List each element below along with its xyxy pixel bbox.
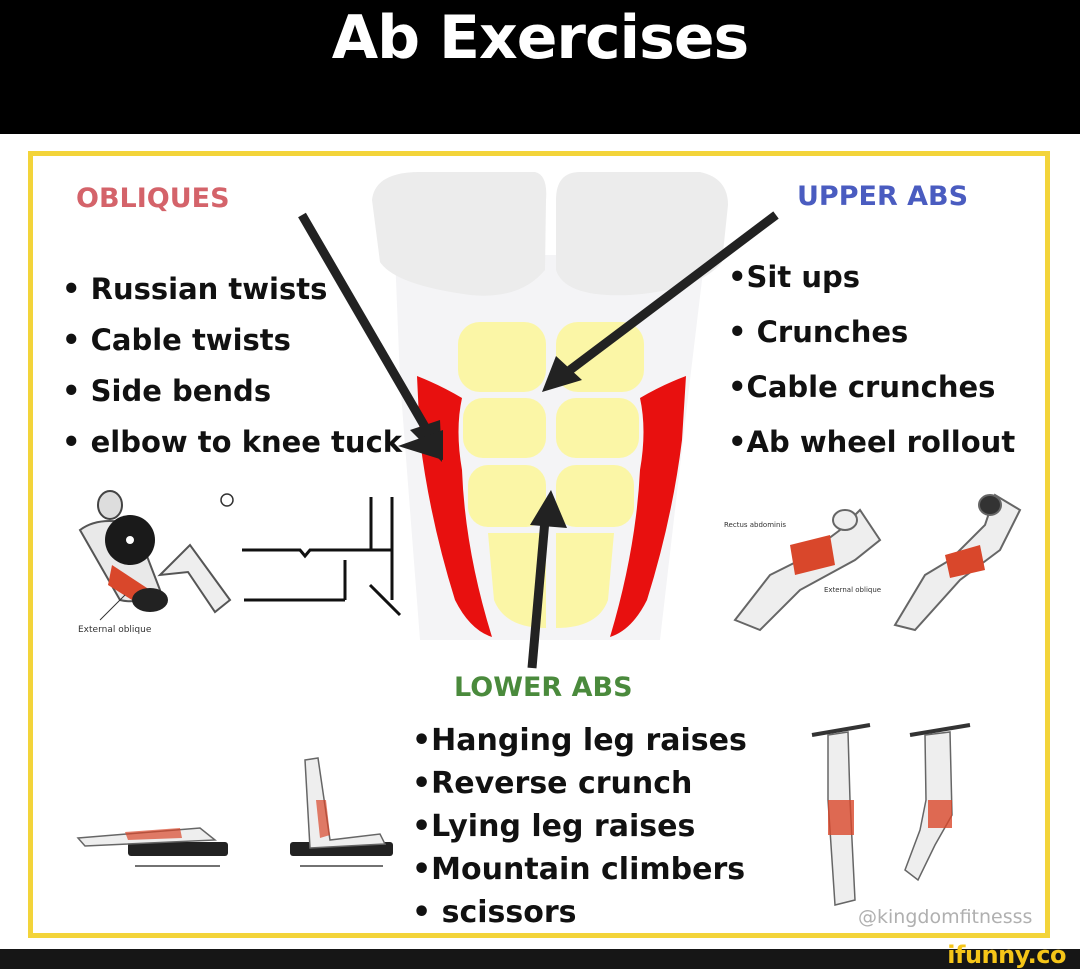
list-item: •Sit ups [728,260,860,294]
ifunny-watermark: ifunny.co [947,941,1066,969]
list-item: • Cable twists [62,323,291,357]
upper-abs-arrowhead [542,356,582,392]
list-item: •Mountain climbers [412,852,746,887]
upper-abs-arrow [567,211,779,374]
title-bar: Ab Exercises [0,0,1080,134]
abs-six-pack [458,322,644,628]
left-pec [372,172,547,296]
list-item: •Cable crunches [728,370,996,404]
cable-pulley-icon [220,493,234,507]
list-item: •Ab wheel rollout [728,425,1016,459]
cable-machine-illustration [242,497,402,617]
russian-twist-illustration [78,490,232,621]
crunch-caption-rectus: Rectus abdominis [724,521,787,529]
lower-abs-heading: LOWER ABS [454,672,633,703]
list-item: • elbow to knee tuck [62,425,403,459]
obliques-exercise-list: • Russian twists • Cable twists • Side b… [62,272,402,476]
list-item: • Russian twists [62,272,328,306]
list-item: •Reverse crunch [412,766,693,801]
right-pec [556,172,728,296]
obliques-heading: OBLIQUES [76,183,230,214]
list-item: •Hanging leg raises [412,723,747,758]
crunch-illustration-2 [893,493,1022,632]
list-item: • Side bends [62,374,272,408]
right-oblique [610,376,686,637]
lying-leg-raise-illustration-1 [76,827,228,867]
page-title: Ab Exercises [331,3,750,73]
russian-twist-caption: External oblique [78,625,152,635]
obliques-arrow [298,212,432,435]
credit-handle: @kingdomfitnesss [858,906,1033,928]
list-item: • Crunches [728,315,909,349]
upper-abs-exercise-list: •Sit ups • Crunches •Cable crunches •Ab … [728,260,1015,480]
lower-abs-exercise-list: •Hanging leg raises •Reverse crunch •Lyi… [412,723,747,938]
crunch-caption-oblique: External oblique [824,586,882,594]
list-item: • scissors [412,895,577,930]
list-item: •Lying leg raises [412,809,696,844]
lower-abs-arrowhead [530,490,567,528]
upper-abs-heading: UPPER ABS [797,181,969,212]
crunch-illustration-1 [733,508,882,632]
hanging-leg-raise-illustration-2 [904,723,971,882]
hanging-leg-raise-illustration-1 [811,723,871,906]
watermark-bar [0,949,1080,969]
lying-leg-raise-illustration-2 [290,757,393,867]
lower-abs-arrow [527,519,550,669]
